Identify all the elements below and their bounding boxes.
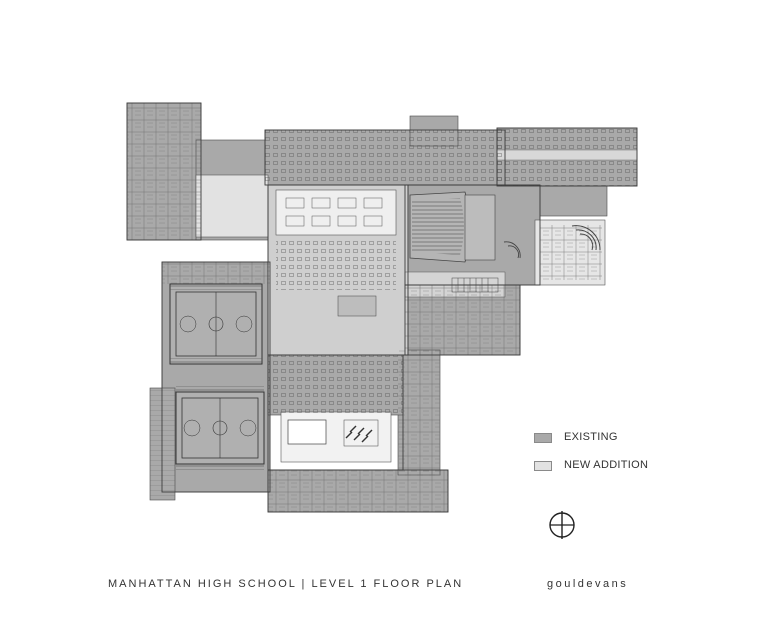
room-patterns <box>127 103 637 512</box>
commons-atrium <box>275 189 397 236</box>
building-outline <box>126 102 638 513</box>
firm-brand: gouldevans <box>547 578 629 590</box>
legend-swatch-new-addition <box>534 461 552 471</box>
legend-label-new-addition: NEW ADDITION <box>564 459 649 471</box>
auditorium <box>409 191 496 263</box>
west-connector <box>195 174 269 238</box>
commons-tables <box>285 197 383 227</box>
upper-gym <box>169 283 263 365</box>
plan-title: MANHATTAN HIGH SCHOOL | LEVEL 1 FLOOR PL… <box>108 578 464 590</box>
courtyard-features <box>287 419 379 447</box>
lower-gym <box>175 386 265 470</box>
legend-swatch-existing <box>534 433 552 443</box>
lecture-hall <box>503 225 601 259</box>
north-arrow-icon <box>549 511 575 539</box>
ne-wing-connector <box>536 185 608 217</box>
ne-corridor <box>496 149 638 161</box>
legend-label-existing: EXISTING <box>564 431 618 443</box>
